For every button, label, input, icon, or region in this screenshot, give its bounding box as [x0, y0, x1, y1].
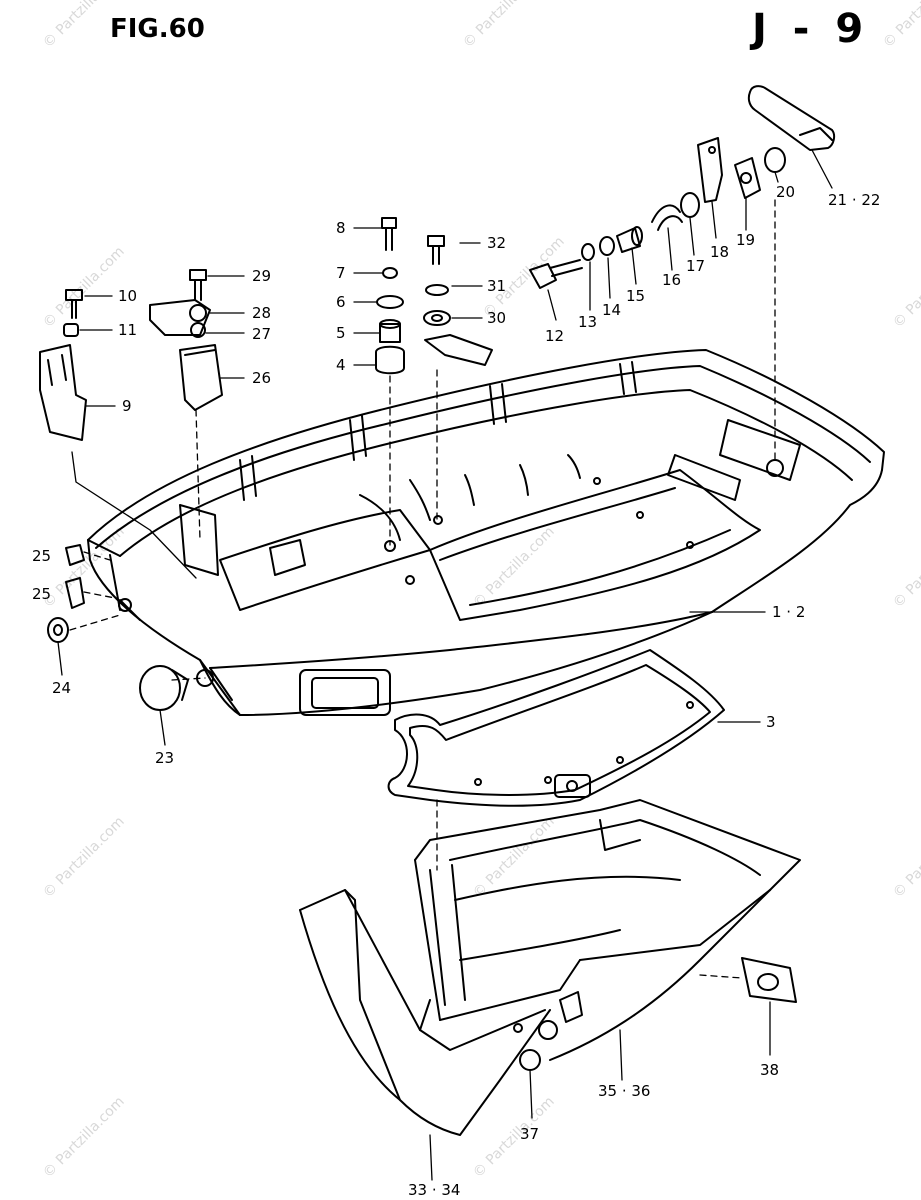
callout-14: 14 [602, 301, 622, 319]
figure-title: FIG.60 [110, 14, 205, 44]
callout-30: 30 [487, 309, 507, 327]
lower-cover-halves [299, 799, 801, 1136]
callout-9: 9 [122, 397, 132, 415]
callout-28: 28 [252, 304, 272, 322]
callout-32: 32 [487, 234, 507, 252]
callout-7: 7 [336, 264, 346, 282]
callout-8: 8 [336, 219, 346, 237]
callout-31: 31 [487, 277, 507, 295]
callout-24: 24 [52, 679, 72, 697]
callout-27: 27 [252, 325, 272, 343]
callout-12: 12 [545, 327, 565, 345]
callout-15: 15 [626, 287, 646, 305]
callout-20: 20 [776, 183, 796, 201]
callout-38: 38 [760, 1061, 780, 1079]
callout-33-34: 33 · 34 [408, 1181, 461, 1199]
callout-10: 10 [118, 287, 138, 305]
callout-29: 29 [252, 267, 272, 285]
leader-lines [57, 149, 833, 1181]
callout-5: 5 [336, 324, 346, 342]
page-code: J - 9 [752, 6, 870, 52]
callout-35-36: 35 · 36 [598, 1082, 651, 1100]
callout-21-22: 21 · 22 [828, 191, 881, 209]
callout-1-2: 1 · 2 [772, 603, 806, 621]
callout-25-upper: 25 [32, 547, 52, 565]
callout-37: 37 [520, 1125, 540, 1143]
callout-4: 4 [336, 356, 346, 374]
callout-26: 26 [252, 369, 272, 387]
callout-16: 16 [662, 271, 682, 289]
callout-3: 3 [766, 713, 776, 731]
callout-13: 13 [578, 313, 598, 331]
callout-6: 6 [336, 293, 346, 311]
small-parts [39, 85, 836, 1003]
callout-11: 11 [118, 321, 138, 339]
callout-23: 23 [155, 749, 175, 767]
gasket [387, 649, 725, 807]
callout-19: 19 [736, 231, 756, 249]
lower-cover-main [87, 349, 885, 716]
callout-25-lower: 25 [32, 585, 52, 603]
callout-17: 17 [686, 257, 706, 275]
callout-18: 18 [710, 243, 730, 261]
